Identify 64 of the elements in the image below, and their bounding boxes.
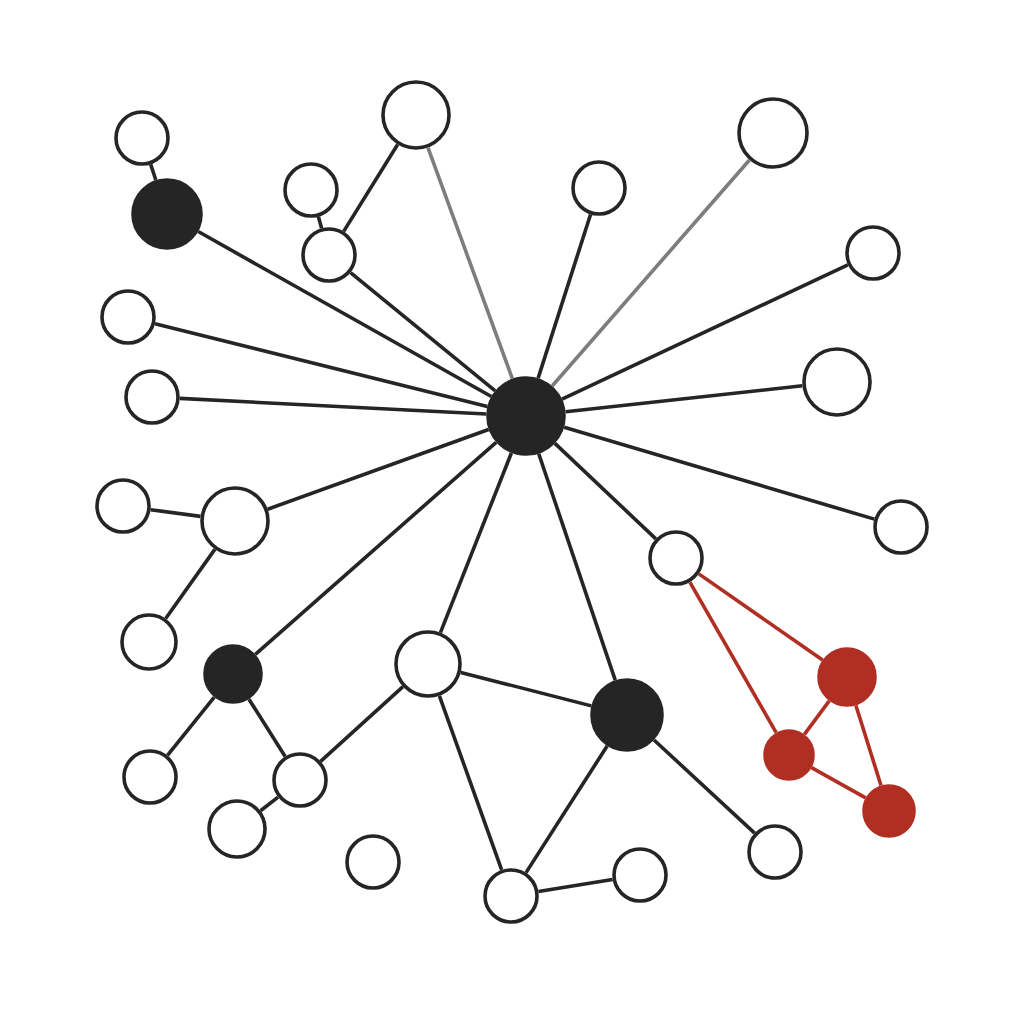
connector-line [438, 452, 514, 634]
node-circle [345, 834, 401, 890]
connector-line [652, 738, 756, 835]
node-circle [612, 847, 668, 903]
node-circle [873, 499, 929, 555]
connector-line [550, 158, 751, 388]
node-circle [122, 749, 178, 805]
node-circle [763, 729, 815, 781]
connector-line [150, 507, 201, 519]
connector-line [565, 384, 803, 414]
node-circle [394, 630, 462, 698]
connector-line [553, 442, 658, 541]
connector-line [148, 163, 158, 181]
node-circle [131, 178, 203, 250]
connector-line [810, 766, 867, 800]
connector-line [437, 695, 504, 871]
connector-line [537, 453, 617, 681]
node-circle [845, 225, 901, 281]
connector-line [197, 230, 493, 399]
connector-line [460, 670, 592, 708]
node-circle [207, 799, 267, 859]
connector-line [854, 704, 883, 786]
connector-line [164, 548, 217, 620]
connector-line [536, 213, 593, 379]
connector-line [342, 143, 400, 233]
connector-line [259, 795, 280, 813]
connector-line [563, 425, 875, 521]
node-circle [648, 530, 704, 586]
node-circle [590, 678, 664, 752]
connector-line [254, 440, 498, 656]
node-circle [802, 347, 872, 417]
node-circle [283, 162, 339, 218]
node-circle [95, 478, 151, 534]
node-circle [747, 824, 803, 880]
connector-line [319, 685, 405, 763]
node-circle [301, 227, 357, 283]
node-circle [120, 613, 178, 671]
node-circle [862, 784, 916, 838]
node-circle [737, 97, 809, 169]
connector-line [426, 147, 515, 380]
connector-line [524, 745, 609, 874]
node-circle [381, 80, 451, 150]
node-circle [124, 369, 180, 425]
connector-line [154, 321, 488, 409]
node-circle [486, 376, 566, 456]
connector-line [247, 698, 287, 758]
node-circle [817, 647, 877, 707]
connector-line [267, 427, 490, 511]
node-circle [571, 160, 627, 216]
connector-line [316, 216, 324, 229]
node-circle [100, 289, 156, 345]
connector-line [561, 263, 849, 401]
node-circle [200, 486, 270, 556]
connector-line [349, 271, 497, 393]
node-circle [483, 868, 539, 924]
node-circle [114, 110, 170, 166]
connector-line [688, 581, 778, 734]
node-circle [203, 644, 263, 704]
node-circle [272, 752, 328, 808]
connector-line [802, 699, 831, 736]
connector-line [166, 696, 216, 757]
connector-line [697, 572, 824, 662]
connector-line [538, 877, 613, 894]
connector-line [179, 396, 487, 416]
